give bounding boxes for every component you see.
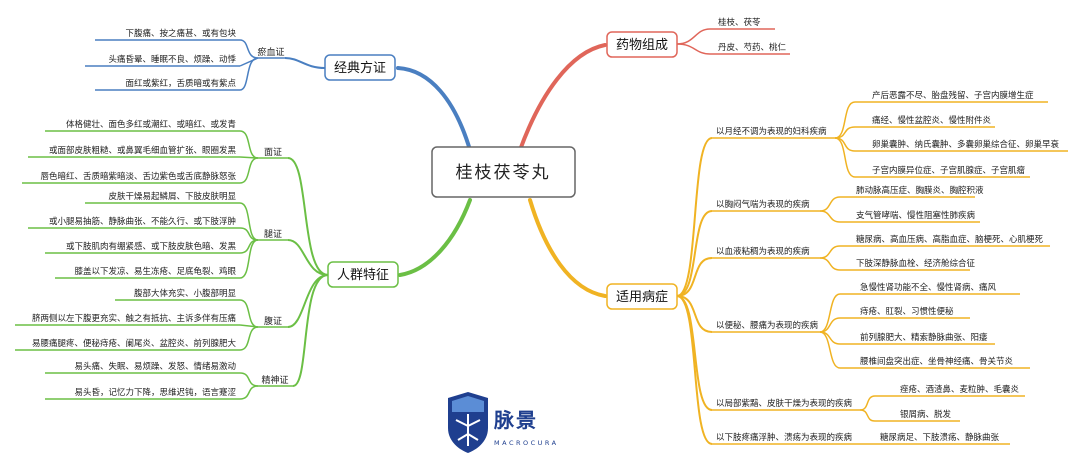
logo: 脉景 MACROCURA	[448, 392, 559, 453]
population-group-label: 腹证	[264, 315, 282, 327]
indication-leaf: 糖尿病、高血压病、高脂血症、脑梗死、心肌梗死	[856, 234, 1044, 245]
indication-leaf: 子宫内膜异位症、子宫肌腺症、子宫肌瘤	[872, 165, 1026, 176]
center-node[interactable]: 桂枝茯苓丸	[431, 146, 576, 198]
connector-medicine	[518, 43, 607, 152]
population-leaf: 脐两侧以左下腹更充实、触之有抵抗、主诉多伴有压痛	[32, 313, 237, 324]
population-leaf: 或面部皮肤粗糙、或鼻翼毛细血管扩张、眼圈发黑	[49, 145, 237, 156]
medicine-leaf: 桂枝、茯苓	[718, 17, 761, 28]
indication-group-label: 以下肢疼痛浮肿、溃疡为表现的疾病	[716, 432, 853, 443]
indication-leaf: 前列腺肥大、精索静脉曲张、阳痿	[860, 332, 988, 343]
connector-indications	[528, 198, 607, 298]
branch-classic-label: 经典方证	[334, 60, 386, 76]
tree-shield-icon	[448, 392, 488, 453]
indication-leaf: 支气管哮喘、慢性阻塞性肺疾病	[856, 210, 976, 221]
classic-leaf: 面红或紫红，舌质暗或有紫点	[125, 78, 236, 89]
population-group-label: 腿证	[264, 229, 282, 240]
population-leaf: 或小腿易抽筋、静脉曲张、不能久行、或下肢浮肿	[49, 216, 236, 227]
indication-leaf: 痤疮、酒渣鼻、麦粒肿、毛囊炎	[900, 384, 1020, 395]
population-leaf: 皮肤干燥易起鳞屑、下肢皮肤明显	[108, 191, 236, 202]
branch-indications: 适用病症 以月经不调为表现的妇科疾病 产后恶露不尽、胎盘残留、子宫内膜增生症 痛…	[606, 90, 1068, 445]
population-leaf: 膝盖以下发凉、易生冻疮、足底龟裂、鸡眼	[74, 266, 236, 277]
classic-leaf: 下腹痛、按之痛甚、或有包块	[125, 28, 236, 39]
indication-leaf: 卵巢囊肿、纳氏囊肿、多囊卵巢综合征、卵巢早衰	[872, 139, 1060, 150]
medicine-leaf: 丹皮、芍药、桃仁	[718, 42, 787, 53]
indication-group-label: 以血液粘稠为表现的疾病	[716, 246, 810, 257]
population-group-label: 精神证	[261, 374, 288, 386]
branch-indications-label: 适用病症	[616, 290, 668, 305]
logo-name: 脉景	[493, 408, 538, 432]
center-title: 桂枝茯苓丸	[456, 163, 551, 183]
population-leaf: 易头昏，记忆力下降，思维迟钝，语言蹇涩	[74, 387, 236, 398]
branch-population-label: 人群特征	[337, 268, 389, 283]
indication-group-label: 以便秘、腰痛为表现的疾病	[716, 320, 819, 331]
population-leaf: 腹部大体充实、小腹部明显	[134, 288, 237, 299]
indication-leaf: 下肢深静脉血栓、经济舱综合征	[856, 258, 976, 269]
indication-leaf: 银屑病、脱发	[900, 409, 952, 420]
connector-population	[398, 198, 472, 277]
classic-leaf: 头痛昏晕、睡眠不良、烦躁、动悸	[108, 54, 236, 65]
branch-medicine: 药物组成 桂枝、茯苓 丹皮、芍药、桃仁	[606, 17, 790, 58]
branch-classic: 经典方证 瘀血证 下腹痛、按之痛甚、或有包块 头痛昏晕、睡眠不良、烦躁、动悸 面…	[85, 28, 396, 91]
connector-classic	[396, 66, 472, 152]
indication-leaf: 痛经、慢性盆腔炎、慢性附件炎	[872, 115, 992, 126]
branch-population: 人群特征 面证 体格健壮、面色多红或潮红、或暗红、或发青 或面部皮肤粗糙、或鼻翼…	[15, 119, 399, 400]
indication-leaf: 肺动脉高压症、胸膜炎、胸腔积液	[856, 185, 984, 196]
indication-leaf: 腰椎间盘突出症、坐骨神经痛、骨关节炎	[860, 356, 1014, 367]
indication-leaf: 急慢性肾功能不全、慢性肾病、痛风	[860, 282, 997, 293]
indication-group-label: 以局部紫黯、皮肤干燥为表现的疾病	[716, 398, 853, 409]
indication-leaf: 产后恶露不尽、胎盘残留、子宫内膜增生症	[872, 90, 1034, 101]
indication-group-label: 以胸闷气喘为表现的疾病	[716, 199, 810, 210]
population-leaf: 易腰痛腿疼、便秘痔疮、阑尾炎、盆腔炎、前列腺肥大	[32, 338, 237, 349]
classic-sub-label: 瘀血证	[257, 46, 284, 58]
population-leaf: 唇色暗红、舌质暗紫暗淡、舌边紫色或舌底静脉怒张	[40, 171, 236, 182]
logo-subtitle: MACROCURA	[494, 439, 559, 447]
branch-medicine-label: 药物组成	[616, 38, 668, 53]
population-leaf: 或下肢肌肉有绷紧感、或下肢皮肤色暗、发黑	[66, 241, 237, 252]
indication-group-label: 以月经不调为表现的妇科疾病	[716, 126, 827, 137]
population-group-label: 面证	[264, 147, 282, 158]
indication-leaf: 糖尿病足、下肢溃疡、静脉曲张	[880, 432, 1000, 443]
population-leaf: 易头痛、失眠、易烦躁、发怒、情绪易激动	[74, 361, 236, 372]
population-leaf: 体格健壮、面色多红或潮红、或暗红、或发青	[66, 119, 236, 130]
indication-leaf: 痔疮、肛裂、习惯性便秘	[860, 306, 954, 317]
